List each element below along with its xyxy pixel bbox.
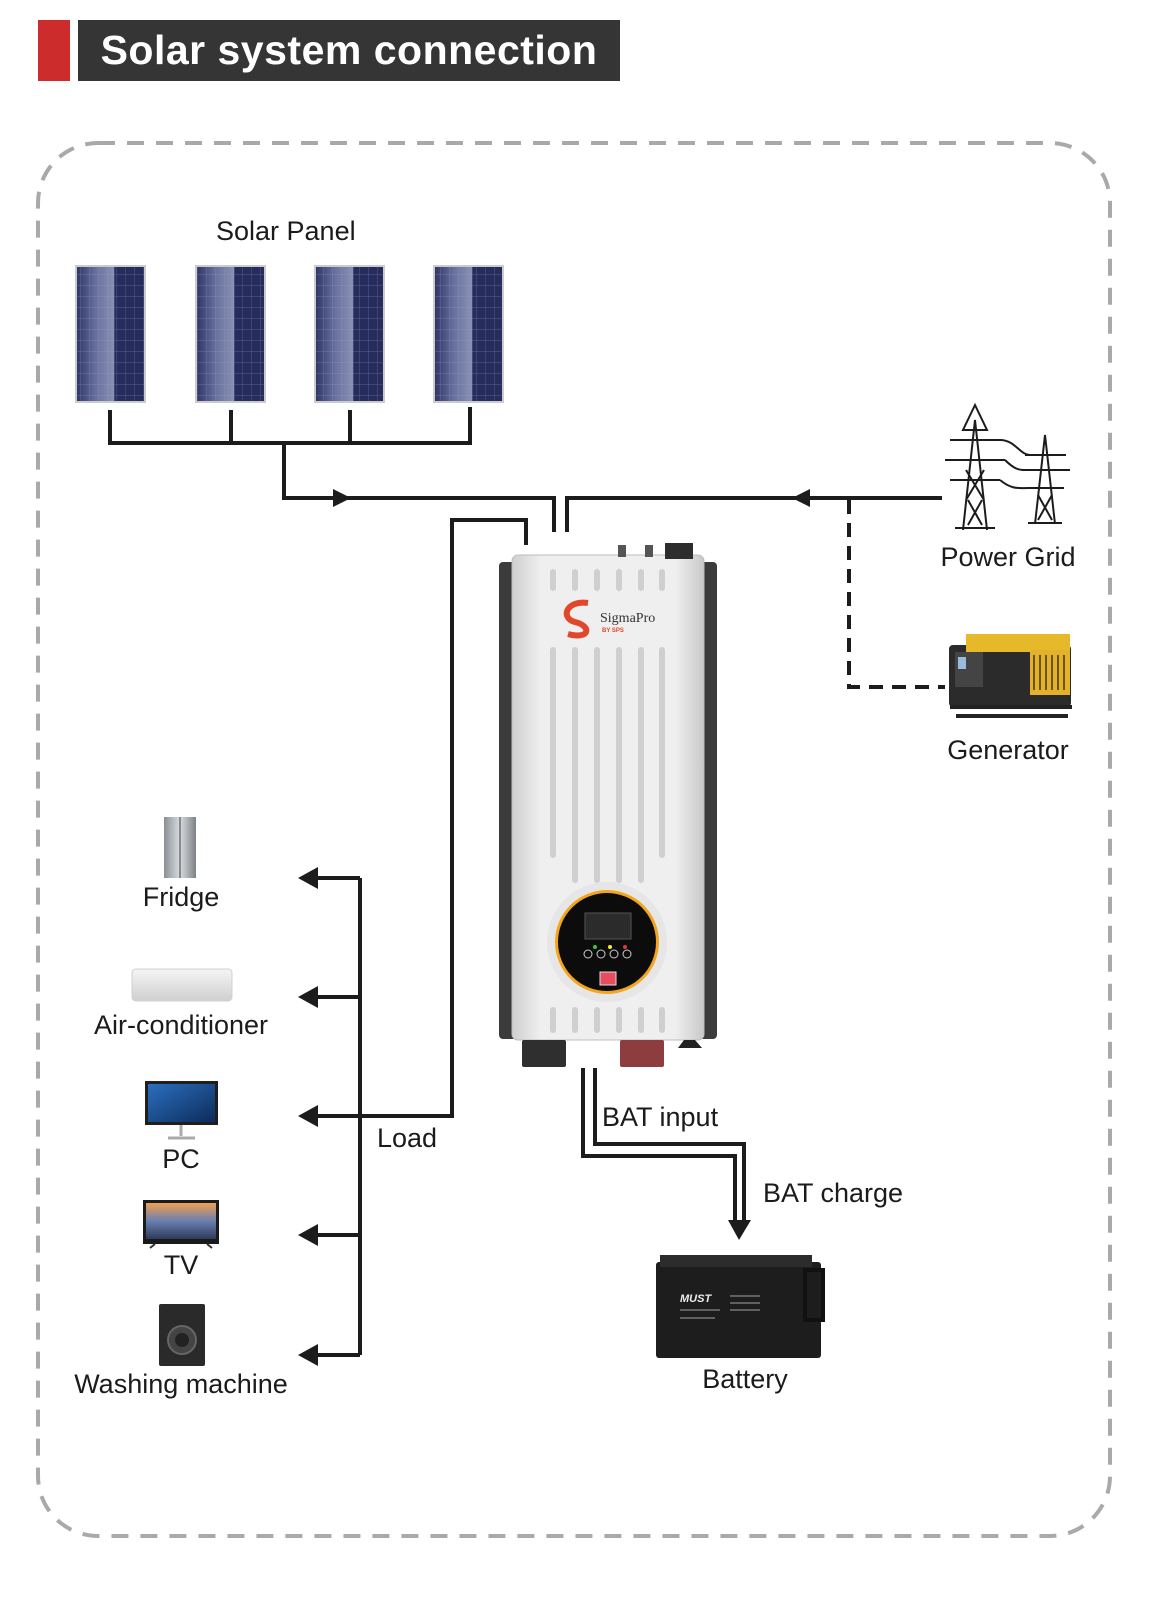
up-button [596,949,606,959]
power-grid-icon [945,402,1070,531]
load-label-pc: PC [162,1144,200,1174]
solar-panels [75,265,504,403]
battery-icon: MUST [656,1255,825,1358]
pc-icon [145,1081,218,1140]
generator-icon [949,634,1072,718]
tv-icon [143,1200,219,1249]
grid-input-wire [565,496,942,532]
diagram-border [36,141,1112,1538]
solar-panel-icon [75,265,146,403]
air-conditioner-icon [131,968,233,1002]
arrow-right-icon [333,489,351,507]
bat-input-label: BAT input [602,1102,719,1132]
enter-button [622,949,632,959]
solar-panel-icon [433,265,504,403]
solar-panel-label: Solar Panel [216,216,356,246]
inverter-device: SigmaPro BY SPS [499,543,717,1067]
arrow-left-icon [298,986,318,1008]
inverter-sub-brand: BY SPS [602,628,624,634]
bat-charge-label: BAT charge [763,1178,904,1208]
generator-input-wire [847,500,945,689]
battery-label: Battery [702,1364,788,1394]
battery-brand: MUST [680,1293,712,1305]
arrows [298,489,810,1366]
load-label: Load [377,1123,438,1153]
load-label-washing-machine: Washing machine [74,1369,288,1399]
solar-panel-icon [195,265,266,403]
panel-combiner-wire [108,407,472,445]
power-grid-label: Power Grid [940,542,1076,572]
load-label-air-conditioner: Air-conditioner [93,1010,269,1040]
sigmapro-logo-icon [563,599,590,639]
pv-input-wire [282,443,556,532]
solar-panel-icon [314,265,385,403]
bat-charge-wire [593,1068,746,1222]
arrow-left-icon [298,1344,318,1366]
power-switch [599,971,617,986]
load-bus-wire [315,876,362,1357]
down-button [609,949,619,959]
header-accent-bar [38,20,70,81]
arrow-left-icon [298,1224,318,1246]
inverter-brand: SigmaPro [600,611,655,626]
lcd-screen [584,912,632,940]
menu-button [583,949,593,959]
wires [108,407,945,1357]
arrow-left-icon [298,1105,318,1127]
washing-machine-icon [159,1304,205,1366]
load-label-fridge: Fridge [142,882,220,912]
load-output-wire [360,518,528,1118]
generator-label: Generator [947,735,1069,765]
arrow-left-icon [792,489,810,507]
load-label-tv: TV [163,1250,199,1280]
bat-input-wire [581,1068,737,1222]
arrow-down-icon [728,1220,751,1240]
arrow-left-icon [298,867,318,889]
fridge-icon [164,817,196,878]
page-title: Solar system connection [100,27,598,73]
header-bar [78,20,620,81]
